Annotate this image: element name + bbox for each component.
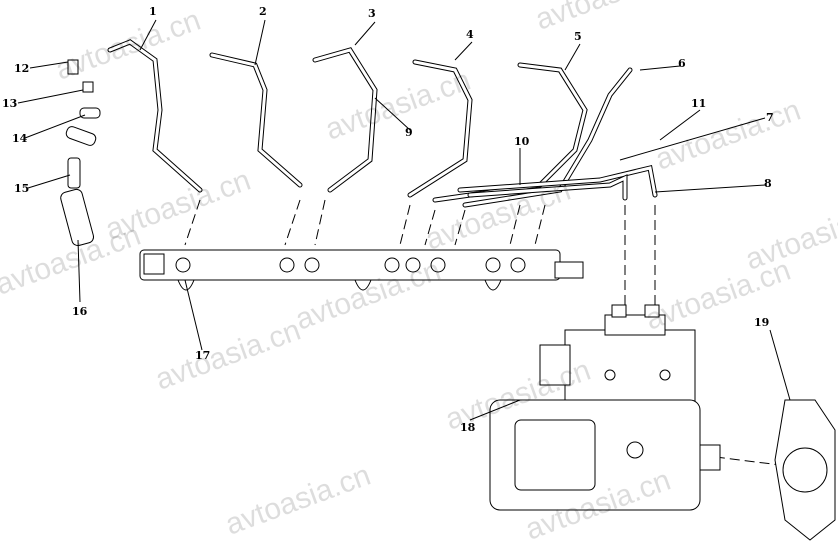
watermark-text: avtoasia.cn <box>321 64 475 147</box>
watermark-text: avtoasia.cn <box>531 0 685 37</box>
watermark-text: avtoasia.cn <box>51 4 205 87</box>
injector-parts <box>60 59 101 247</box>
callout-4: 4 <box>466 28 474 41</box>
rail-port <box>384 257 400 273</box>
callout-2: 2 <box>259 5 267 18</box>
callout-13: 13 <box>2 97 17 110</box>
watermark-text: avtoasia.cn <box>221 459 375 542</box>
leader-lines <box>17 19 791 421</box>
callout-7: 7 <box>766 111 774 124</box>
high-pressure-pipes <box>107 39 658 208</box>
callout-5: 5 <box>574 30 582 43</box>
rail-port <box>279 257 295 273</box>
callout-10: 10 <box>514 135 530 148</box>
watermark-text: avtoasia.cn <box>151 314 305 397</box>
pump-flange-cover <box>774 399 836 541</box>
rail-port <box>485 257 501 273</box>
rail-port <box>405 257 421 273</box>
assembly-lines <box>184 199 781 466</box>
callout-8: 8 <box>764 177 772 190</box>
callout-11: 11 <box>691 97 706 110</box>
callout-18: 18 <box>460 421 476 434</box>
rail-port <box>510 257 526 273</box>
rail-port <box>304 257 320 273</box>
callout-15: 15 <box>14 182 29 195</box>
watermark-text: avtoasia.cn <box>741 194 838 277</box>
rail-port <box>175 257 191 273</box>
watermark-text: avtoasia.cn <box>651 94 805 177</box>
callout-19: 19 <box>754 316 769 329</box>
fuel-rail <box>139 249 584 291</box>
callout-14: 14 <box>12 132 28 145</box>
callout-9: 9 <box>405 126 413 139</box>
callout-12: 12 <box>14 62 29 75</box>
rail-port <box>430 257 446 273</box>
callout-3: 3 <box>368 7 376 20</box>
callout-1: 1 <box>149 5 157 18</box>
fuel-injection-pump <box>489 304 721 511</box>
callout-16: 16 <box>72 305 88 318</box>
callout-6: 6 <box>678 57 686 70</box>
callout-17: 17 <box>195 349 210 362</box>
